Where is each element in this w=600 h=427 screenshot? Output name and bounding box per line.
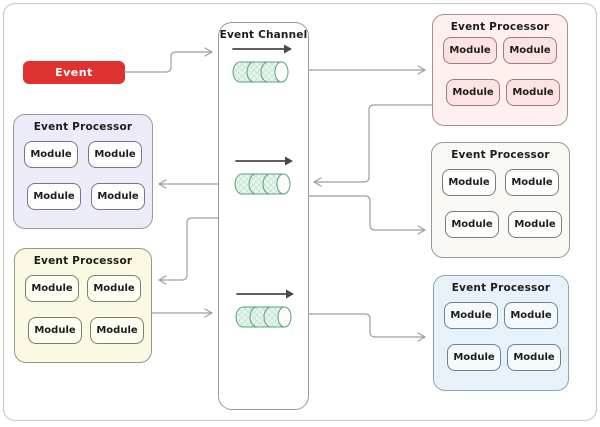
module-box: Module xyxy=(507,344,561,371)
processor-title: Event Processor xyxy=(451,282,551,294)
module-box: Module xyxy=(28,317,82,344)
event-processor-bottom-right: Event Processor Module Module Module Mod… xyxy=(433,275,569,391)
module-box: Module xyxy=(88,141,142,168)
module-box: Module xyxy=(24,141,78,168)
module-grid: Module Module Module Module xyxy=(15,275,151,344)
module-box: Module xyxy=(443,37,497,64)
module-box: Module xyxy=(442,169,496,196)
event-channel-title: Event Channel xyxy=(219,29,308,41)
module-box: Module xyxy=(447,344,501,371)
event-processor-top-right: Event Processor Module Module Module Mod… xyxy=(432,14,568,126)
event-label: Event xyxy=(55,66,93,79)
event-processor-bottom-left: Event Processor Module Module Module Mod… xyxy=(14,248,152,363)
module-box: Module xyxy=(508,211,562,238)
module-box: Module xyxy=(503,37,557,64)
module-box: Module xyxy=(87,275,141,302)
module-box: Module xyxy=(91,183,145,210)
module-box: Module xyxy=(446,79,500,106)
processor-title: Event Processor xyxy=(33,255,133,267)
module-box: Module xyxy=(25,275,79,302)
event-processor-middle-left: Event Processor Module Module Module Mod… xyxy=(13,114,153,229)
processor-title: Event Processor xyxy=(33,121,133,133)
event-processor-middle-right: Event Processor Module Module Module Mod… xyxy=(431,142,570,258)
module-grid: Module Module Module Module xyxy=(14,141,152,210)
processor-title: Event Processor xyxy=(450,21,550,33)
module-box: Module xyxy=(445,211,499,238)
module-box: Module xyxy=(505,169,559,196)
module-box: Module xyxy=(444,302,498,329)
module-grid: Module Module Module Module xyxy=(432,169,569,238)
module-box: Module xyxy=(504,302,558,329)
module-box: Module xyxy=(27,183,81,210)
event-channel-node: Event Channel xyxy=(218,22,309,410)
module-grid: Module Module Module Module xyxy=(434,302,568,371)
module-grid: Module Module Module Module xyxy=(433,37,567,106)
processor-title: Event Processor xyxy=(451,149,550,161)
module-box: Module xyxy=(506,79,560,106)
module-box: Module xyxy=(90,317,144,344)
event-node: Event xyxy=(23,61,125,84)
